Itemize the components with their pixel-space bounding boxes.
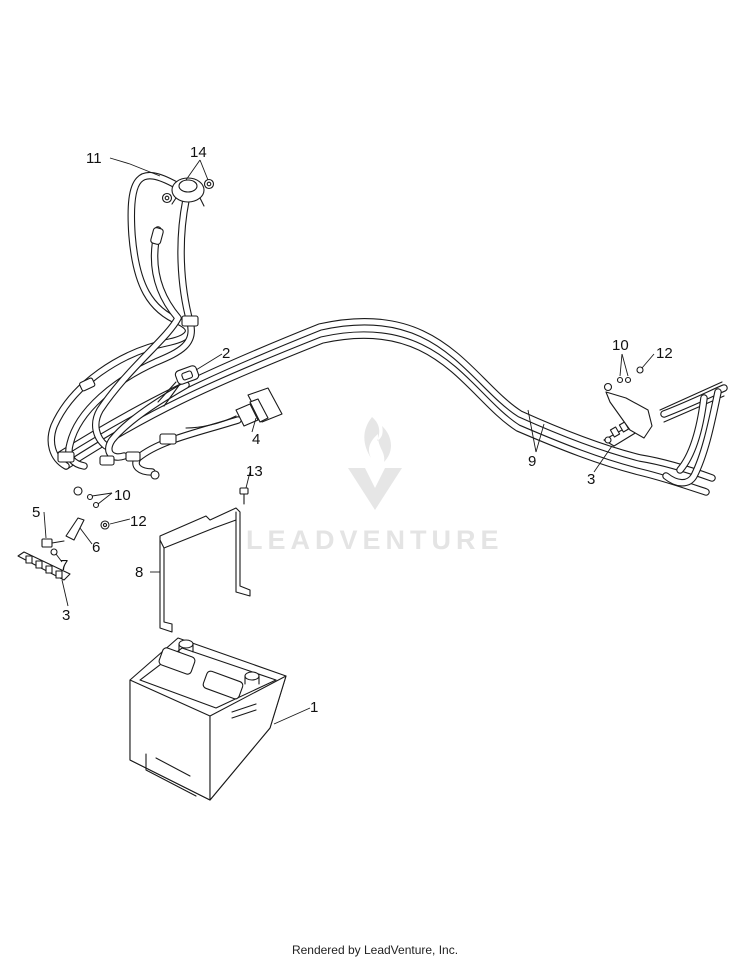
callout-5: 5 xyxy=(32,504,40,521)
callout-8: 8 xyxy=(135,564,143,581)
fuse-holder-item-2 xyxy=(157,365,200,407)
battery-item-1 xyxy=(129,637,287,801)
watermark-flame-icon xyxy=(364,417,391,462)
callout-12-left: 12 xyxy=(130,513,147,530)
callout-12-right: 12 xyxy=(656,345,673,362)
callout-4: 4 xyxy=(252,431,260,448)
right-terminal-block xyxy=(603,366,728,487)
left-harness xyxy=(47,171,242,480)
watermark: LEADVENTURE xyxy=(246,417,504,555)
callouts: 1 2 3 3 4 5 6 7 8 9 10 10 11 12 12 13 14 xyxy=(32,144,673,716)
solenoid-item-14 xyxy=(161,177,215,207)
watermark-text: LEADVENTURE xyxy=(246,525,504,555)
callout-11: 11 xyxy=(86,150,102,167)
callout-2: 2 xyxy=(222,345,230,362)
callout-7: 7 xyxy=(60,557,68,574)
callout-10-right: 10 xyxy=(612,337,629,354)
callout-9: 9 xyxy=(528,453,536,470)
leader-lines xyxy=(43,157,655,725)
left-hardware xyxy=(17,486,110,581)
callout-3-right: 3 xyxy=(587,471,595,488)
callout-13: 13 xyxy=(246,463,263,480)
callout-10-left: 10 xyxy=(114,487,131,504)
callout-1: 1 xyxy=(310,699,318,716)
callout-14: 14 xyxy=(190,144,207,161)
watermark-logo-icon xyxy=(348,468,402,510)
connector-item-4 xyxy=(185,387,283,429)
footer-credit: Rendered by LeadVenture, Inc. xyxy=(291,943,459,957)
battery-bracket-item-8 xyxy=(159,487,251,633)
callout-3-left: 3 xyxy=(62,607,70,624)
callout-6: 6 xyxy=(92,539,100,556)
